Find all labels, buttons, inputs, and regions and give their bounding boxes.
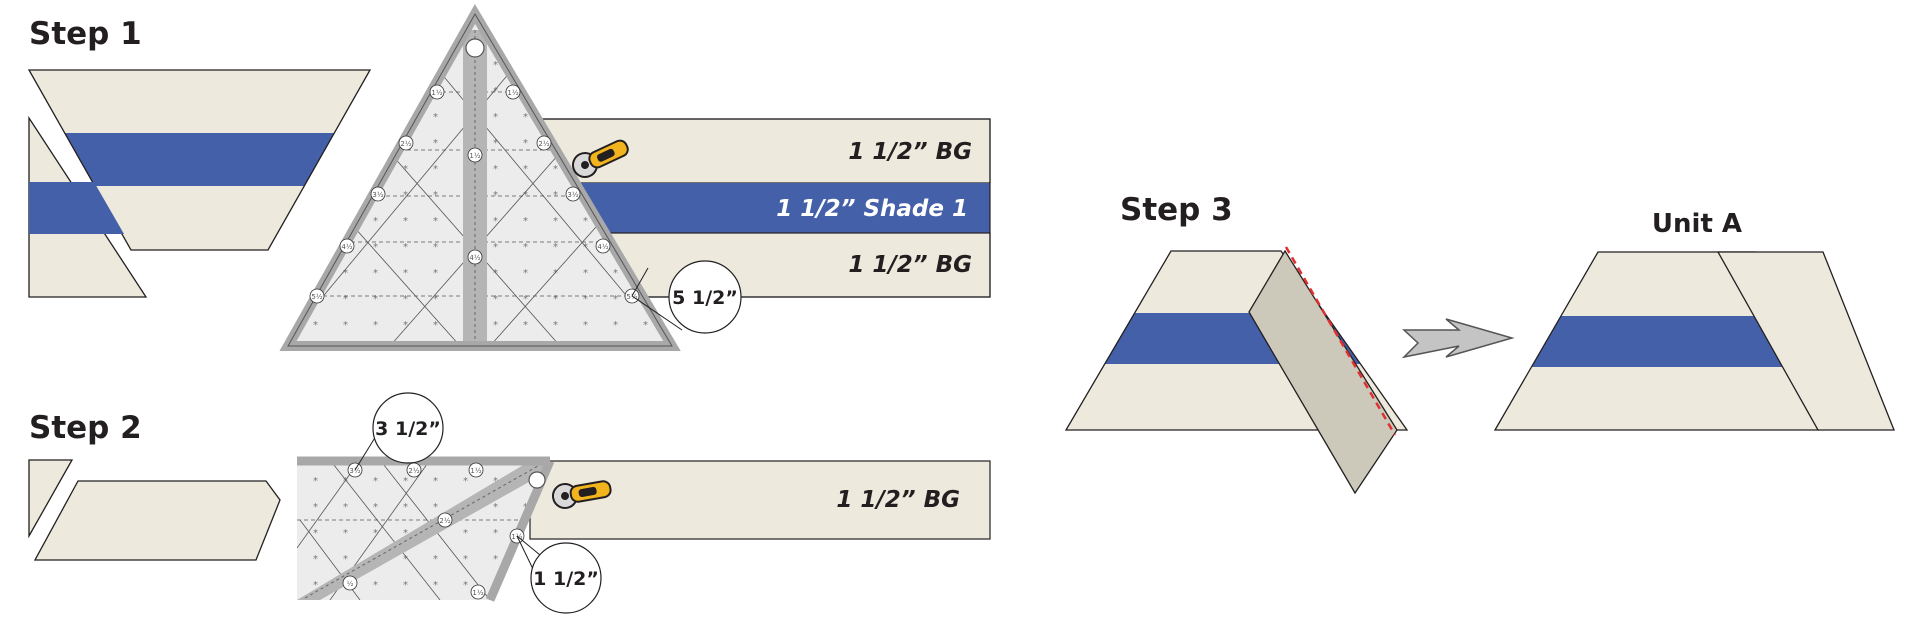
svg-text:5½: 5½ — [311, 293, 322, 301]
ruler-mark: 4½ — [339, 238, 355, 254]
step-2-triangle-ruler — [297, 456, 555, 602]
step-1-measurement-callout — [631, 260, 742, 334]
svg-text:2½: 2½ — [538, 140, 549, 148]
ruler-mark: 5½ — [309, 288, 325, 304]
ruler-mark: 3½ — [565, 186, 581, 202]
svg-text:3½: 3½ — [372, 191, 383, 199]
step-3-folded-strip — [1248, 249, 1398, 495]
step-1-title: Step 1 — [29, 16, 142, 52]
svg-text:1½: 1½ — [507, 89, 518, 97]
step-2-strip-label: 1 1/2” BG — [836, 487, 960, 513]
right-arrow-icon — [1401, 318, 1515, 359]
svg-text:4½: 4½ — [597, 243, 608, 251]
ruler-mark: 2½ — [406, 462, 422, 478]
rotary-cutter-icon — [552, 480, 612, 509]
unit-a-block — [1493, 251, 1895, 431]
ruler-mark: 4½ — [467, 249, 483, 265]
svg-text:4½: 4½ — [469, 254, 480, 262]
step-2-parallelogram — [33, 480, 281, 561]
svg-text:2½: 2½ — [408, 467, 419, 475]
ruler-mark: 1½ — [429, 84, 445, 100]
svg-text:1½: 1½ — [472, 589, 483, 597]
svg-text:1½: 1½ — [431, 89, 442, 97]
svg-text:1½: 1½ — [470, 467, 481, 475]
step-3-title: Step 3 — [1120, 192, 1233, 228]
ruler-mark: 4½ — [595, 238, 611, 254]
svg-text:3½: 3½ — [567, 191, 578, 199]
svg-text:1½: 1½ — [469, 152, 480, 160]
svg-text:3½: 3½ — [349, 467, 360, 475]
stitch-line — [1284, 246, 1397, 436]
ruler-mark: 2½ — [536, 135, 552, 151]
step-2-strip — [529, 460, 991, 540]
svg-text:2½: 2½ — [439, 517, 450, 525]
unit-a-title: Unit A — [1652, 209, 1742, 239]
step-2-title: Step 2 — [29, 410, 142, 446]
ruler-mark: 1½ — [470, 584, 486, 600]
step-2-top-callout-label: 3 1/2” — [375, 418, 441, 440]
step-1-callout-label: 5 1/2” — [672, 287, 738, 309]
ruler-mark: 1½ — [468, 462, 484, 478]
svg-text:5½: 5½ — [626, 293, 637, 301]
ruler-mark: 2½ — [437, 512, 453, 528]
step-2-bottom-callout — [516, 535, 602, 614]
step-1-middle-strip-label: 1 1/2” Shade 1 — [776, 196, 968, 222]
rotary-cutter-icon — [572, 139, 629, 178]
step-2-bottom-callout-label: 1 1/2” — [533, 568, 599, 590]
svg-text:2½: 2½ — [400, 140, 411, 148]
ruler-mark: 2½ — [398, 135, 414, 151]
step-2-cut-triangle — [28, 459, 74, 539]
ruler-mark: 1½ — [467, 147, 483, 163]
step-1-trapezoid — [27, 69, 372, 251]
step-1-ruler-marks: 1½ 1½ 1½ 2½ 2½ 3½ 3½ 4½ 4½ 4½ 5½ 5½ — [309, 84, 640, 304]
svg-text:4½: 4½ — [341, 243, 352, 251]
step-1-top-strip-label: 1 1/2” BG — [848, 139, 972, 165]
step-2-ruler-marks: 3½ 2½ 2½ 1½ 1½ ½ 1½ — [342, 462, 525, 600]
step-1-bottom-strip-label: 1 1/2” BG — [848, 252, 972, 278]
svg-text:½: ½ — [347, 580, 354, 588]
ruler-mark: ½ — [342, 575, 358, 591]
step-2-top-callout — [354, 392, 444, 471]
ruler-mark: 1½ — [505, 84, 521, 100]
ruler-mark: 3½ — [370, 186, 386, 202]
